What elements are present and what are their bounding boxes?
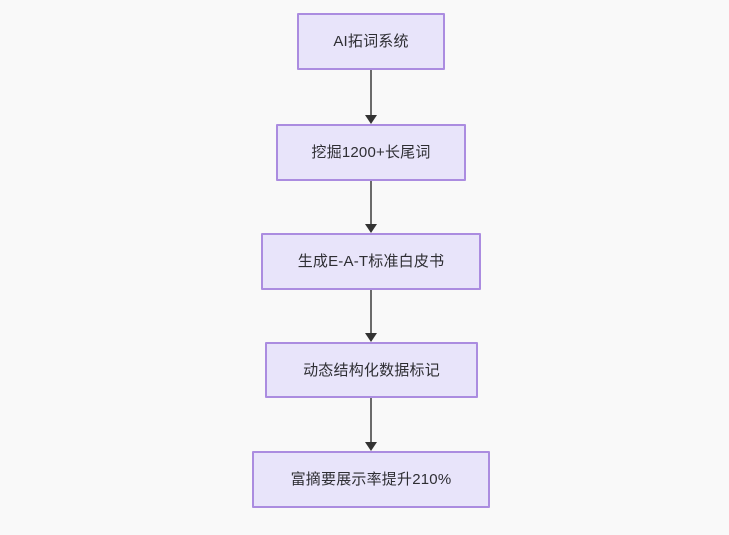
- flow-node-dynamic-structured-data[interactable]: 动态结构化数据标记: [265, 342, 478, 398]
- flow-node-rich-snippet-uplift[interactable]: 富摘要展示率提升210%: [252, 451, 490, 508]
- arrow-down-icon: [365, 442, 377, 451]
- flow-edge-line: [370, 290, 372, 334]
- flow-node-label: 富摘要展示率提升210%: [290, 471, 452, 488]
- flow-node-ai-keyword-system[interactable]: AI拓词系统: [297, 13, 445, 70]
- flow-edge-line: [370, 398, 372, 443]
- flow-node-label: 动态结构化数据标记: [303, 361, 440, 379]
- flow-edge-line: [370, 70, 372, 116]
- flow-node-label: 生成E-A-T标准白皮书: [297, 253, 445, 270]
- arrow-down-icon: [365, 333, 377, 342]
- flow-edge-line: [370, 181, 372, 225]
- flow-node-label: AI拓词系统: [333, 33, 409, 50]
- flow-node-generate-eat-whitepaper[interactable]: 生成E-A-T标准白皮书: [261, 233, 481, 290]
- flow-node-mine-longtail-keywords[interactable]: 挖掘1200+长尾词: [276, 124, 466, 181]
- flow-node-label: 挖掘1200+长尾词: [311, 144, 431, 161]
- arrow-down-icon: [365, 224, 377, 233]
- arrow-down-icon: [365, 115, 377, 124]
